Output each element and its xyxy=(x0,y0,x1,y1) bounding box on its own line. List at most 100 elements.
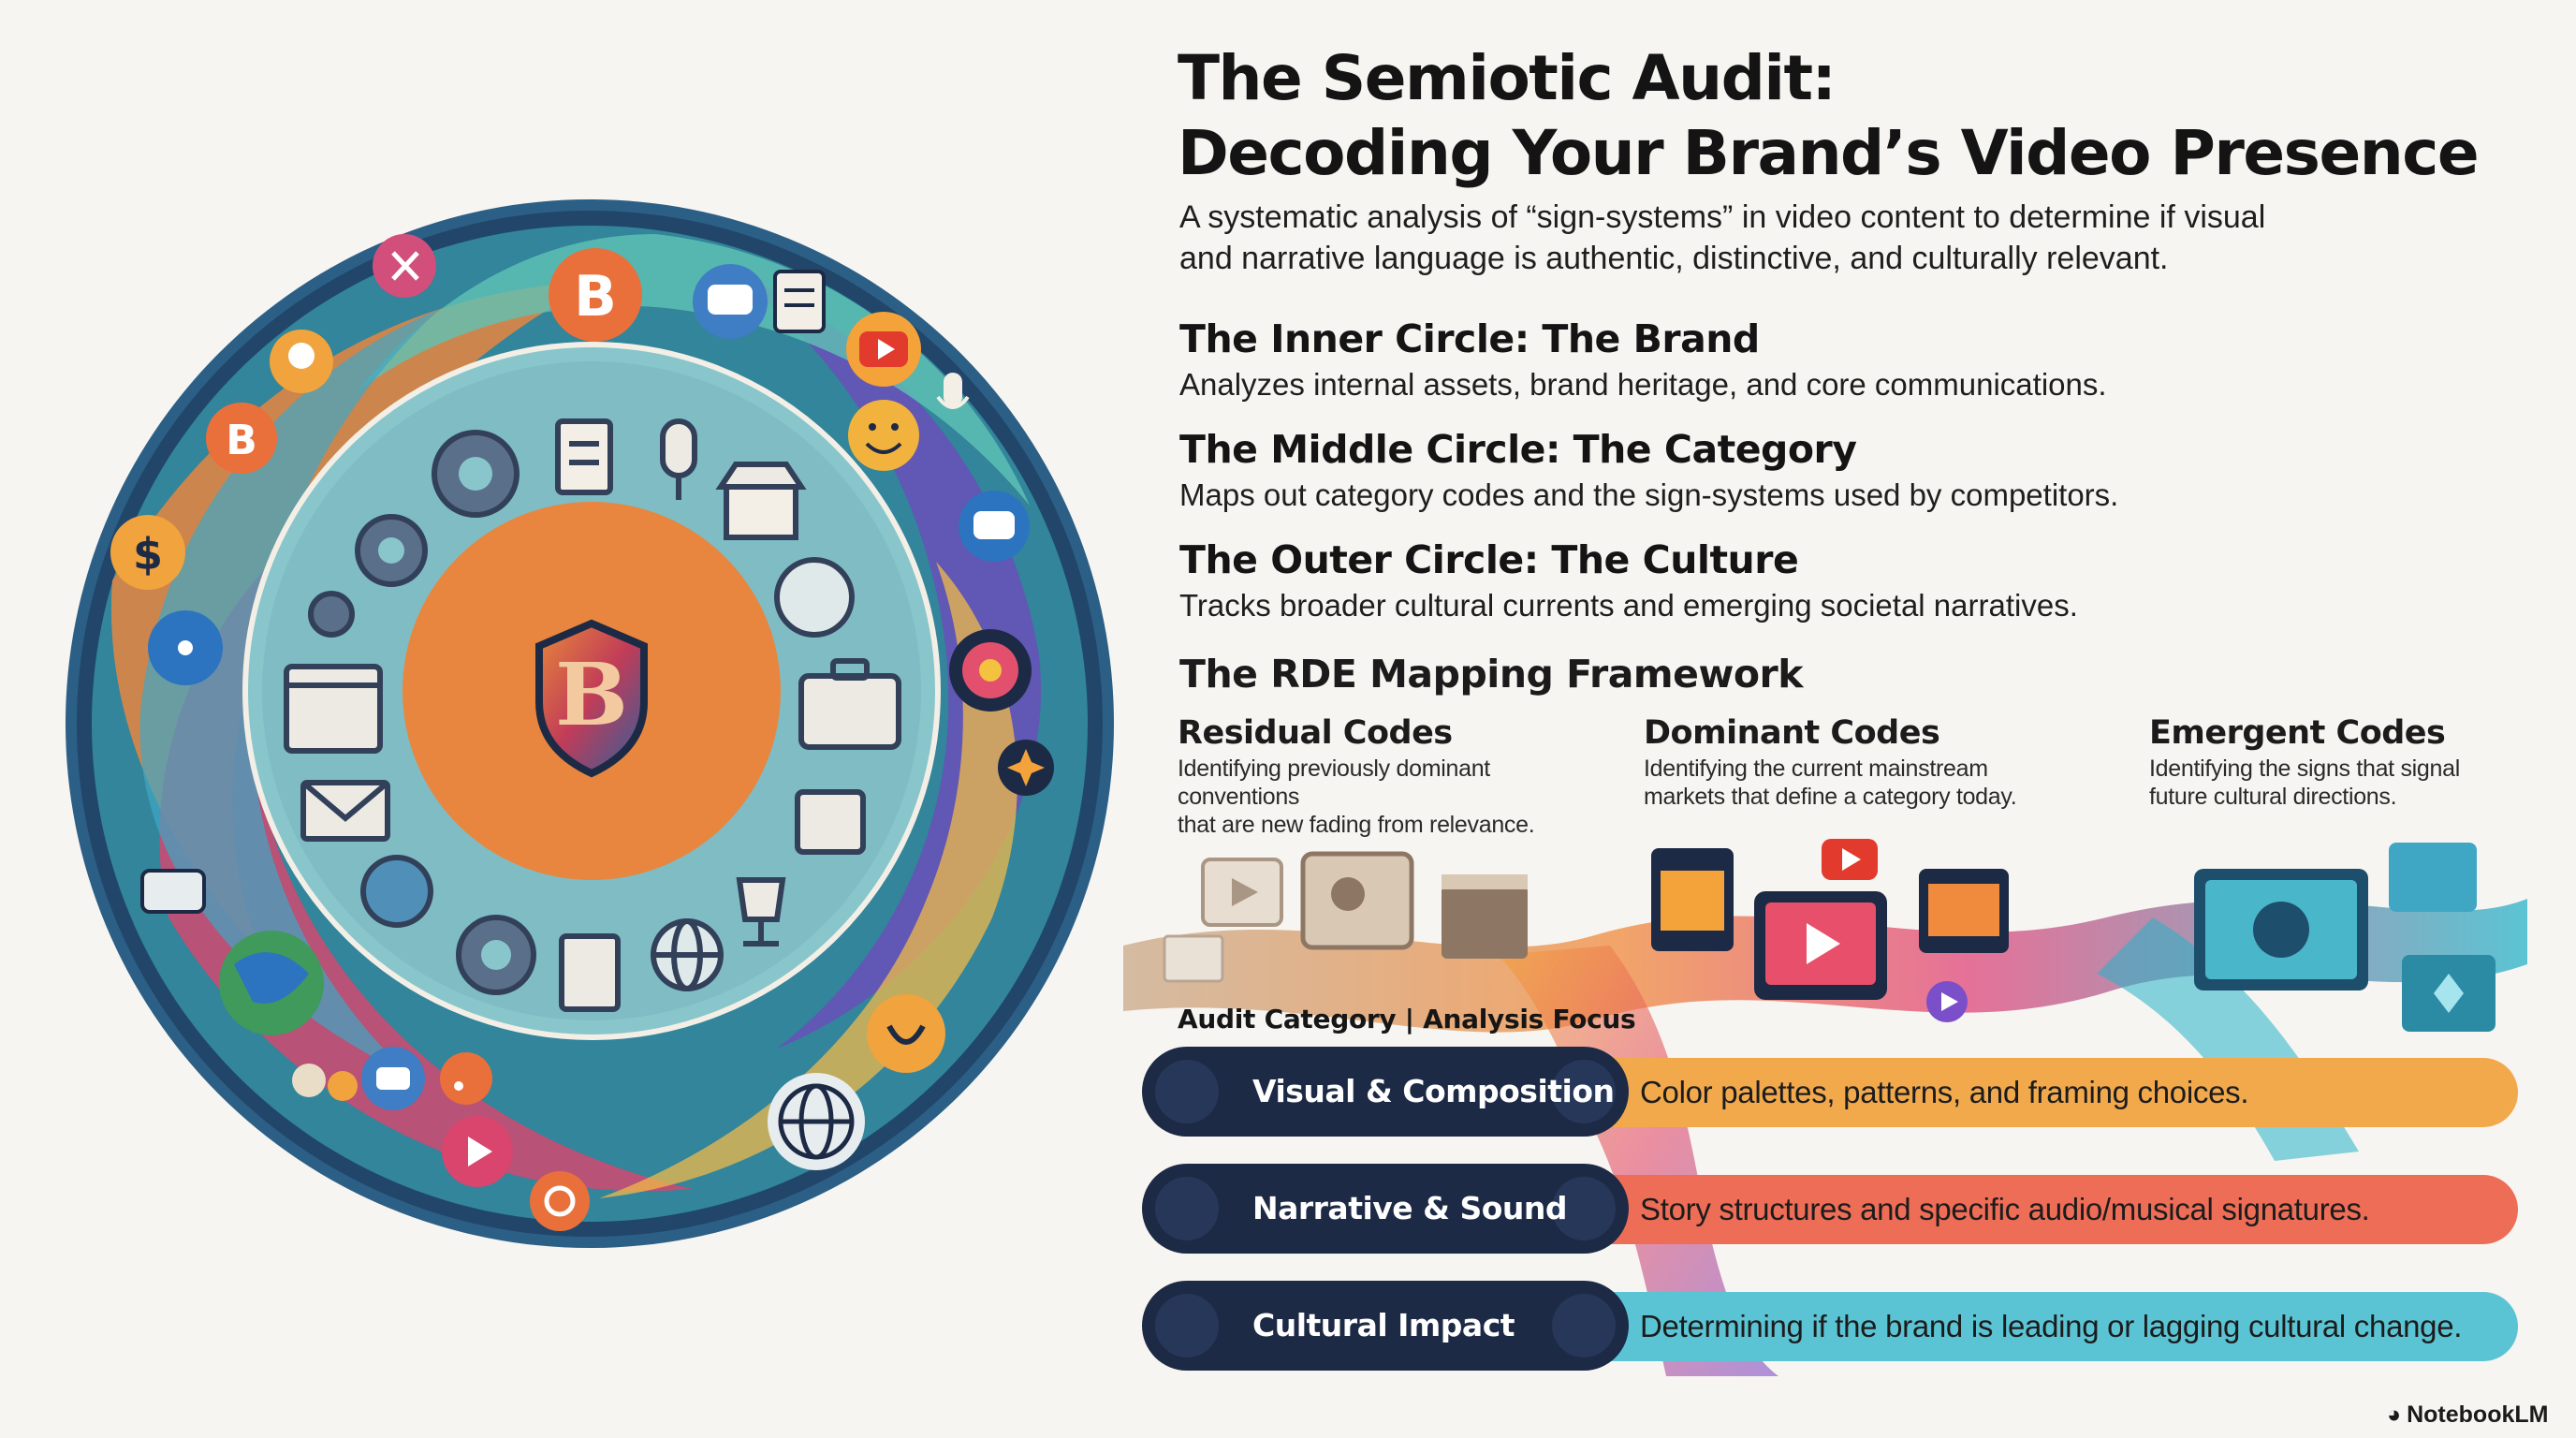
title-line-1: The Semiotic Audit: xyxy=(1178,42,1837,114)
people-icon xyxy=(292,1064,358,1101)
palette-icon-holder xyxy=(1155,1060,1219,1123)
trophy-icon xyxy=(736,877,786,946)
middle-circle-text: Maps out category codes and the sign-sys… xyxy=(1179,477,2119,512)
brand-shield-icon xyxy=(535,619,648,778)
dominant-media-icons xyxy=(1651,839,2009,1022)
svg-text:$: $ xyxy=(133,529,163,580)
play-button-icon xyxy=(442,1116,513,1187)
browser-window-icon xyxy=(284,664,383,754)
notebooklm-logo: ◕NotebookLM xyxy=(2387,1401,2548,1429)
dominant-codes-line-1: Identifying the current mainstream xyxy=(1644,756,1988,782)
visual-focus-bar: Color palettes, patterns, and framing ch… xyxy=(1582,1058,2518,1127)
visual-focus-text: Color palettes, patterns, and framing ch… xyxy=(1640,1075,2249,1109)
video-frame-icon xyxy=(1651,848,1734,951)
gear-icon xyxy=(355,514,428,587)
emergent-codes: Emergent Codes Identifying the signs tha… xyxy=(2149,713,2576,811)
page-subtitle: A systematic analysis of “sign-systems” … xyxy=(1179,197,2396,279)
microphone-icon xyxy=(936,373,970,409)
audit-table-header: Audit Category | Analysis Focus xyxy=(1178,1004,1636,1034)
middle-circle-section: The Middle Circle: The Category Maps out… xyxy=(1179,425,2396,515)
category-icons xyxy=(284,418,901,1012)
title-line-2: Decoding Your Brand’s Video Presence xyxy=(1178,117,2480,189)
narrative-category-pill: Narrative & Sound xyxy=(1142,1164,1629,1254)
aperture-icon-holder xyxy=(1552,1060,1616,1123)
visual-category-label: Visual & Composition xyxy=(1252,1073,1615,1109)
play-button-icon xyxy=(1822,839,1878,880)
location-pin-icon xyxy=(270,330,333,393)
smiley-icon xyxy=(848,400,919,471)
narrative-focus-bar: Story structures and specific audio/musi… xyxy=(1582,1175,2518,1244)
svg-text:B: B xyxy=(226,417,257,464)
clipboard-icon xyxy=(559,933,621,1012)
dominant-codes-heading: Dominant Codes xyxy=(1644,714,1940,752)
puzzle-icon xyxy=(795,789,866,855)
play-button-icon xyxy=(846,312,921,387)
dollar-coin-icon xyxy=(774,557,855,638)
audit-row-visual: Color palettes, patterns, and framing ch… xyxy=(1142,1047,2518,1137)
residual-codes-line-2: that are new fading from relevance. xyxy=(1178,812,1535,838)
outer-circle-heading: The Outer Circle: The Culture xyxy=(1179,537,1799,582)
outer-circle-section: The Outer Circle: The Culture Tracks bro… xyxy=(1179,536,2396,625)
bitcoin-icon: B xyxy=(206,403,277,474)
dominant-codes: Dominant Codes Identifying the current m… xyxy=(1644,713,2084,811)
inner-circle-section: The Inner Circle: The Brand Analyzes int… xyxy=(1179,315,2396,404)
globe-icon xyxy=(768,1073,865,1170)
culture-icons: B B $ xyxy=(110,234,1054,1231)
globe-icon xyxy=(651,918,724,991)
emergent-media-icons xyxy=(2194,843,2496,1032)
monitor-icon xyxy=(2194,869,2368,990)
film-player-icon xyxy=(1201,858,1283,927)
image-frame-icon xyxy=(1163,934,1224,983)
dominant-codes-line-2: markets that define a category today. xyxy=(1644,784,2017,810)
screen-panel-icon xyxy=(2402,955,2496,1032)
clapperboard-icon xyxy=(1442,874,1528,959)
globe-icon xyxy=(219,931,324,1035)
rde-framework-title: The RDE Mapping Framework xyxy=(1179,652,1803,697)
cultural-focus-bar: Determining if the brand is leading or l… xyxy=(1582,1292,2518,1361)
envelope-icon xyxy=(300,780,390,842)
globe-trend-icon-holder xyxy=(1155,1294,1219,1357)
briefcase-icon xyxy=(798,658,901,750)
inner-circle-heading: The Inner Circle: The Brand xyxy=(1179,316,1760,361)
network-icon xyxy=(148,610,223,685)
svg-text:B: B xyxy=(555,644,628,745)
play-screen-icon xyxy=(1754,891,1887,1000)
residual-codes-text: Identifying previously dominant conventi… xyxy=(1178,755,1617,839)
audit-row-cultural: Determining if the brand is leading or l… xyxy=(1142,1281,2518,1371)
notebooklm-logo-text: NotebookLM xyxy=(2407,1401,2549,1428)
emergent-codes-heading: Emergent Codes xyxy=(2149,714,2446,752)
screen-panel-icon xyxy=(2389,843,2477,912)
chat-bubble-icon xyxy=(693,264,768,339)
svg-text:B: B xyxy=(574,264,617,330)
bitcoin-icon: B xyxy=(549,248,642,342)
outer-circle-text: Tracks broader cultural currents and eme… xyxy=(1179,588,2078,623)
aperture-icon xyxy=(949,629,1032,712)
emergent-codes-line-2: future cultural directions. xyxy=(2149,784,2397,810)
microphone-icon xyxy=(660,418,697,500)
dollar-icon: $ xyxy=(110,515,185,590)
gear-icon xyxy=(308,591,355,638)
cultural-focus-text: Determining if the brand is leading or l… xyxy=(1640,1309,2463,1343)
inner-circle-text: Analyzes internal assets, brand heritage… xyxy=(1179,367,2107,402)
sparkle-icon xyxy=(998,740,1054,796)
heart-pin-icon xyxy=(867,994,945,1073)
gear-icon xyxy=(432,430,520,518)
play-button-icon xyxy=(1926,981,1968,1022)
people-icon-holder xyxy=(1552,1294,1616,1357)
notebooklm-icon: ◕ xyxy=(2387,1401,2402,1428)
visual-category-pill: Visual & Composition xyxy=(1142,1047,1629,1137)
globe-icon xyxy=(360,855,433,928)
cultural-category-label: Cultural Impact xyxy=(1252,1307,1515,1343)
rss-icon xyxy=(440,1052,492,1105)
film-camera-icon xyxy=(1300,851,1414,950)
music-note-icon-holder xyxy=(1552,1177,1616,1240)
cultural-category-pill: Cultural Impact xyxy=(1142,1281,1629,1371)
gear-icon xyxy=(456,915,536,995)
document-icon xyxy=(555,418,613,495)
residual-codes-line-1: Identifying previously dominant conventi… xyxy=(1178,756,1490,810)
residual-codes-heading: Residual Codes xyxy=(1178,714,1453,752)
page-title: The Semiotic Audit: Decoding Your Brand’… xyxy=(1178,41,2507,191)
